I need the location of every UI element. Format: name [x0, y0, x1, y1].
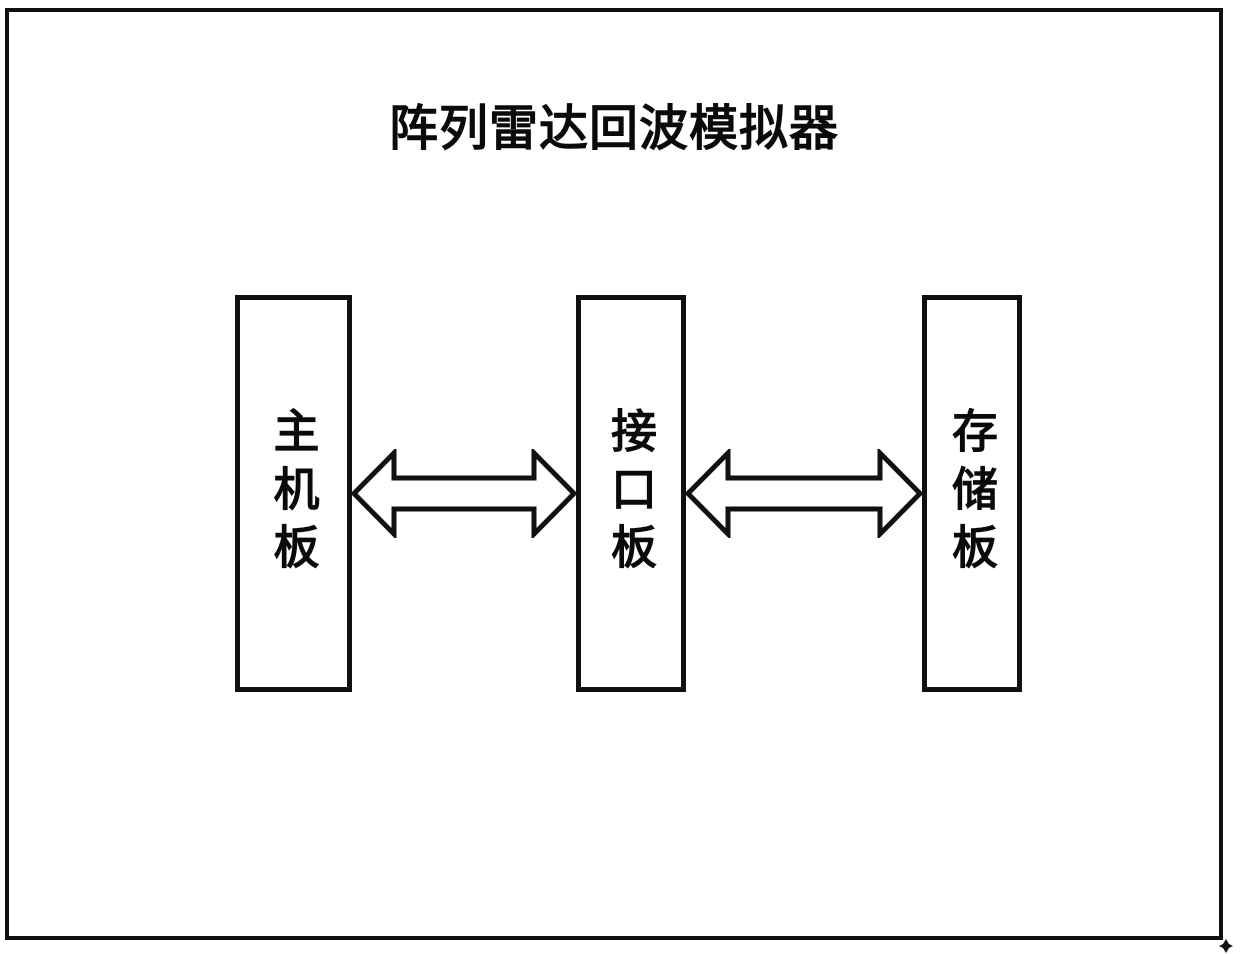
diagram-node-interface-board[interactable]: 接口板 [576, 295, 686, 692]
connector-host-to-interface [352, 449, 576, 538]
crop-registration-mark [1219, 938, 1233, 953]
diagram-node-host-board-label: 主机板 [266, 406, 321, 581]
diamond-icon [1219, 939, 1233, 953]
diagram-node-interface-board-label: 接口板 [604, 406, 658, 581]
double-headed-arrow-icon [352, 449, 576, 538]
diagram-node-storage-board-label: 存储板 [945, 406, 999, 581]
diagram-node-storage-board[interactable]: 存储板 [922, 295, 1022, 692]
figure-title: 阵列雷达回波模拟器 [388, 100, 839, 157]
diagram-node-host-board[interactable]: 主机板 [235, 295, 352, 692]
connector-interface-to-storage [686, 449, 922, 538]
double-headed-arrow-icon [686, 449, 922, 538]
